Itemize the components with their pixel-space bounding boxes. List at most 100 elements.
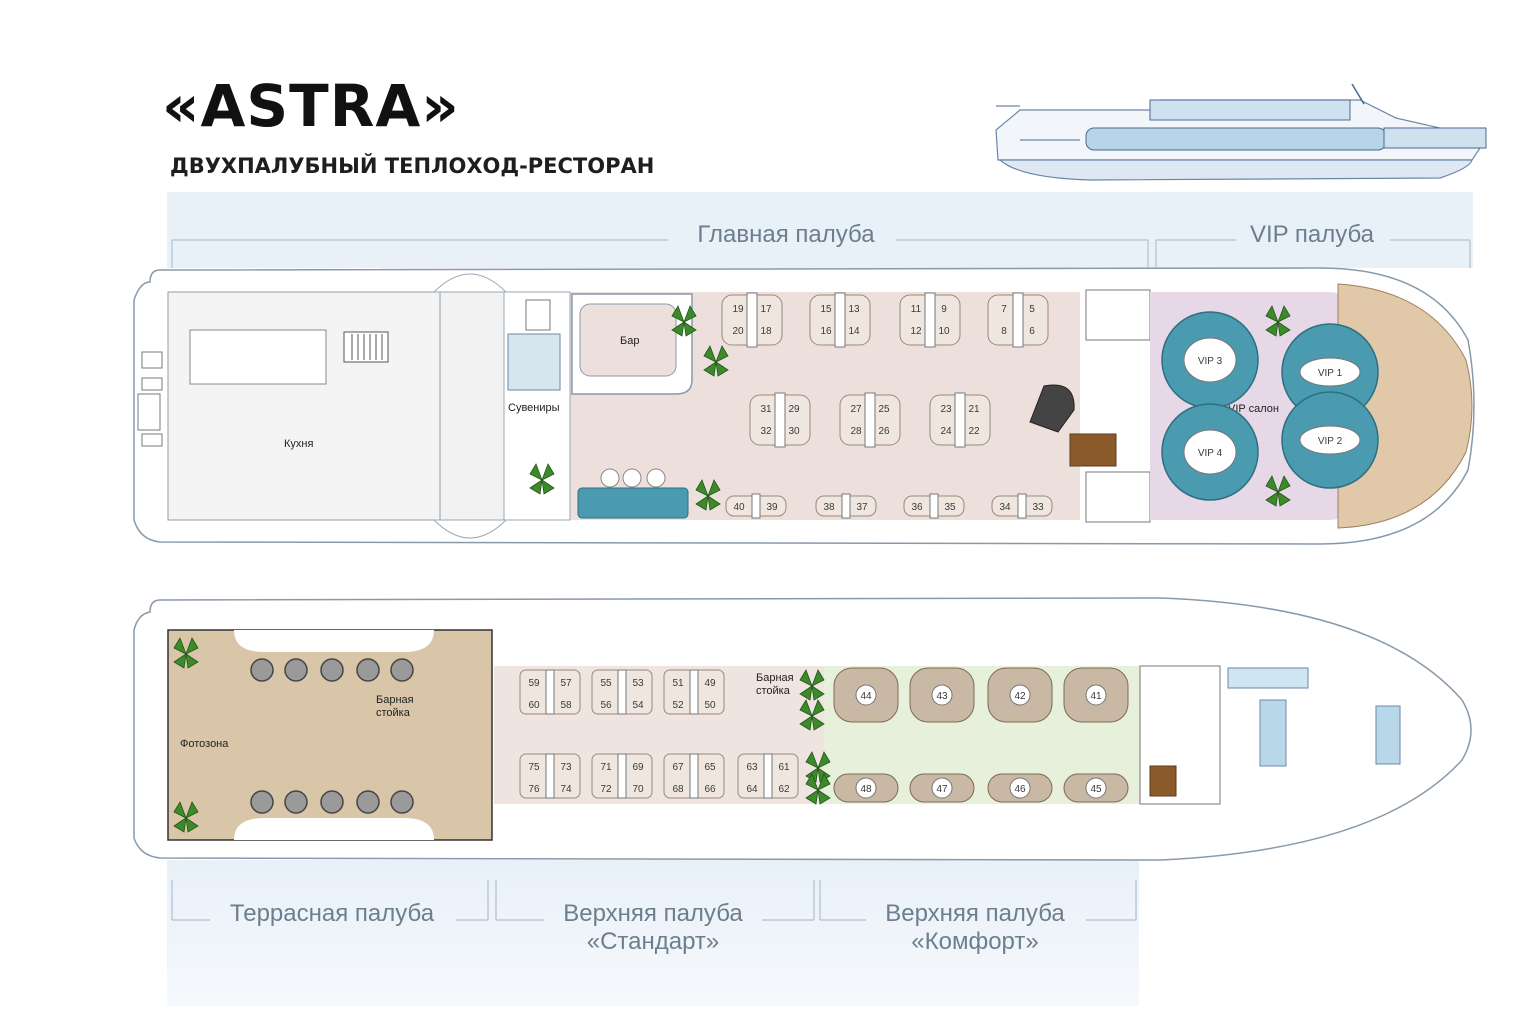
main-deck-label: Главная палуба bbox=[697, 221, 875, 248]
seat-number: 5 bbox=[1029, 304, 1035, 315]
comfort-tabletop bbox=[855, 684, 877, 706]
seat-number: 76 bbox=[528, 784, 540, 795]
terrace-bar-label-1: Барная bbox=[376, 694, 414, 706]
seat-number: 12 bbox=[910, 326, 922, 337]
comfort-table-number: 42 bbox=[1014, 691, 1026, 702]
comfort-table[interactable]: 41 bbox=[1063, 667, 1129, 723]
plant-icon bbox=[703, 345, 729, 377]
vip-booth-label: VIP 1 bbox=[1318, 368, 1343, 379]
comfort-table[interactable]: 47 bbox=[909, 773, 975, 803]
seat-number: 13 bbox=[848, 304, 860, 315]
comfort-table[interactable]: 44 bbox=[833, 667, 899, 723]
bar-stool bbox=[250, 658, 274, 682]
comfort-table-number: 47 bbox=[936, 784, 948, 795]
seat-number: 49 bbox=[704, 678, 716, 689]
comfort-tabletop bbox=[1085, 684, 1107, 706]
seat-number: 60 bbox=[528, 700, 540, 711]
seat-number: 63 bbox=[746, 762, 758, 773]
comfort-tabletop bbox=[931, 777, 953, 799]
comfort-tabletop bbox=[855, 777, 877, 799]
seat-number: 66 bbox=[704, 784, 716, 795]
comfort-table[interactable]: 45 bbox=[1063, 773, 1129, 803]
seat-number: 71 bbox=[600, 762, 612, 773]
plant-icon bbox=[671, 305, 697, 337]
seat-number: 32 bbox=[760, 426, 772, 437]
seat-number: 69 bbox=[632, 762, 644, 773]
seat-number: 50 bbox=[704, 700, 716, 711]
seat-number: 52 bbox=[672, 700, 684, 711]
seat-number: 51 bbox=[672, 678, 684, 689]
comfort-deck-label-line2: «Комфорт» bbox=[911, 928, 1038, 955]
seat-number: 24 bbox=[940, 426, 952, 437]
bar-stool bbox=[284, 658, 308, 682]
seat-number: 25 bbox=[878, 404, 890, 415]
table-block[interactable]: 51 49 52 50 bbox=[663, 669, 725, 715]
stairs-upper bbox=[1149, 765, 1177, 797]
seat-number: 33 bbox=[1032, 502, 1044, 513]
comfort-tabletop bbox=[931, 684, 953, 706]
seat-number: 36 bbox=[911, 502, 923, 513]
seat-number: 40 bbox=[733, 502, 745, 513]
table-block[interactable]: 40 39 bbox=[725, 493, 787, 519]
plant-icon bbox=[1265, 305, 1291, 337]
souvenirs-label: Сувениры bbox=[508, 402, 560, 414]
seat-number: 56 bbox=[600, 700, 612, 711]
seat-number: 35 bbox=[944, 502, 956, 513]
bar-stool bbox=[250, 790, 274, 814]
seat-number: 8 bbox=[1001, 326, 1007, 337]
vip-booth[interactable]: VIP 2 bbox=[1281, 391, 1379, 489]
seat-number: 54 bbox=[632, 700, 644, 711]
upper-bar-label-1: Барная bbox=[756, 672, 794, 684]
vip-booth[interactable]: VIP 3 bbox=[1161, 311, 1259, 409]
comfort-table[interactable]: 42 bbox=[987, 667, 1053, 723]
comfort-table[interactable]: 46 bbox=[987, 773, 1053, 803]
seat-number: 34 bbox=[999, 502, 1011, 513]
plant-icon bbox=[173, 637, 199, 669]
comfort-deck-label-line1: Верхняя палуба bbox=[885, 900, 1065, 927]
seat-number: 75 bbox=[528, 762, 540, 773]
table-top bbox=[751, 493, 761, 519]
seat-number: 64 bbox=[746, 784, 758, 795]
upper-deck: Фотозона Барная стойка Барная стойка bbox=[133, 597, 1472, 861]
vip-table bbox=[1299, 425, 1361, 455]
seat-number: 59 bbox=[528, 678, 540, 689]
table-block[interactable]: 36 35 bbox=[903, 493, 965, 519]
terrace-bar-label-2: стойка bbox=[376, 707, 411, 719]
bar-stool bbox=[356, 790, 380, 814]
table-top bbox=[929, 493, 939, 519]
seat-number: 23 bbox=[940, 404, 952, 415]
plant-icon bbox=[695, 479, 721, 511]
seat-number: 16 bbox=[820, 326, 832, 337]
comfort-table[interactable]: 43 bbox=[909, 667, 975, 723]
seat-number: 15 bbox=[820, 304, 832, 315]
main-stairs-forward bbox=[1085, 289, 1151, 341]
seat-number: 18 bbox=[760, 326, 772, 337]
vip-booth[interactable]: VIP 4 bbox=[1161, 403, 1259, 501]
seat-number: 31 bbox=[760, 404, 772, 415]
photo-zone-label: Фотозона bbox=[180, 738, 229, 750]
seat-number: 39 bbox=[766, 502, 778, 513]
plant-icon bbox=[1265, 475, 1291, 507]
plant-icon bbox=[529, 463, 555, 495]
table-block[interactable]: 34 33 bbox=[991, 493, 1053, 519]
table-top bbox=[617, 753, 627, 799]
seat-number: 19 bbox=[732, 304, 744, 315]
table-top bbox=[954, 392, 966, 448]
plant-icon bbox=[805, 773, 831, 805]
comfort-table[interactable]: 48 bbox=[833, 773, 899, 803]
